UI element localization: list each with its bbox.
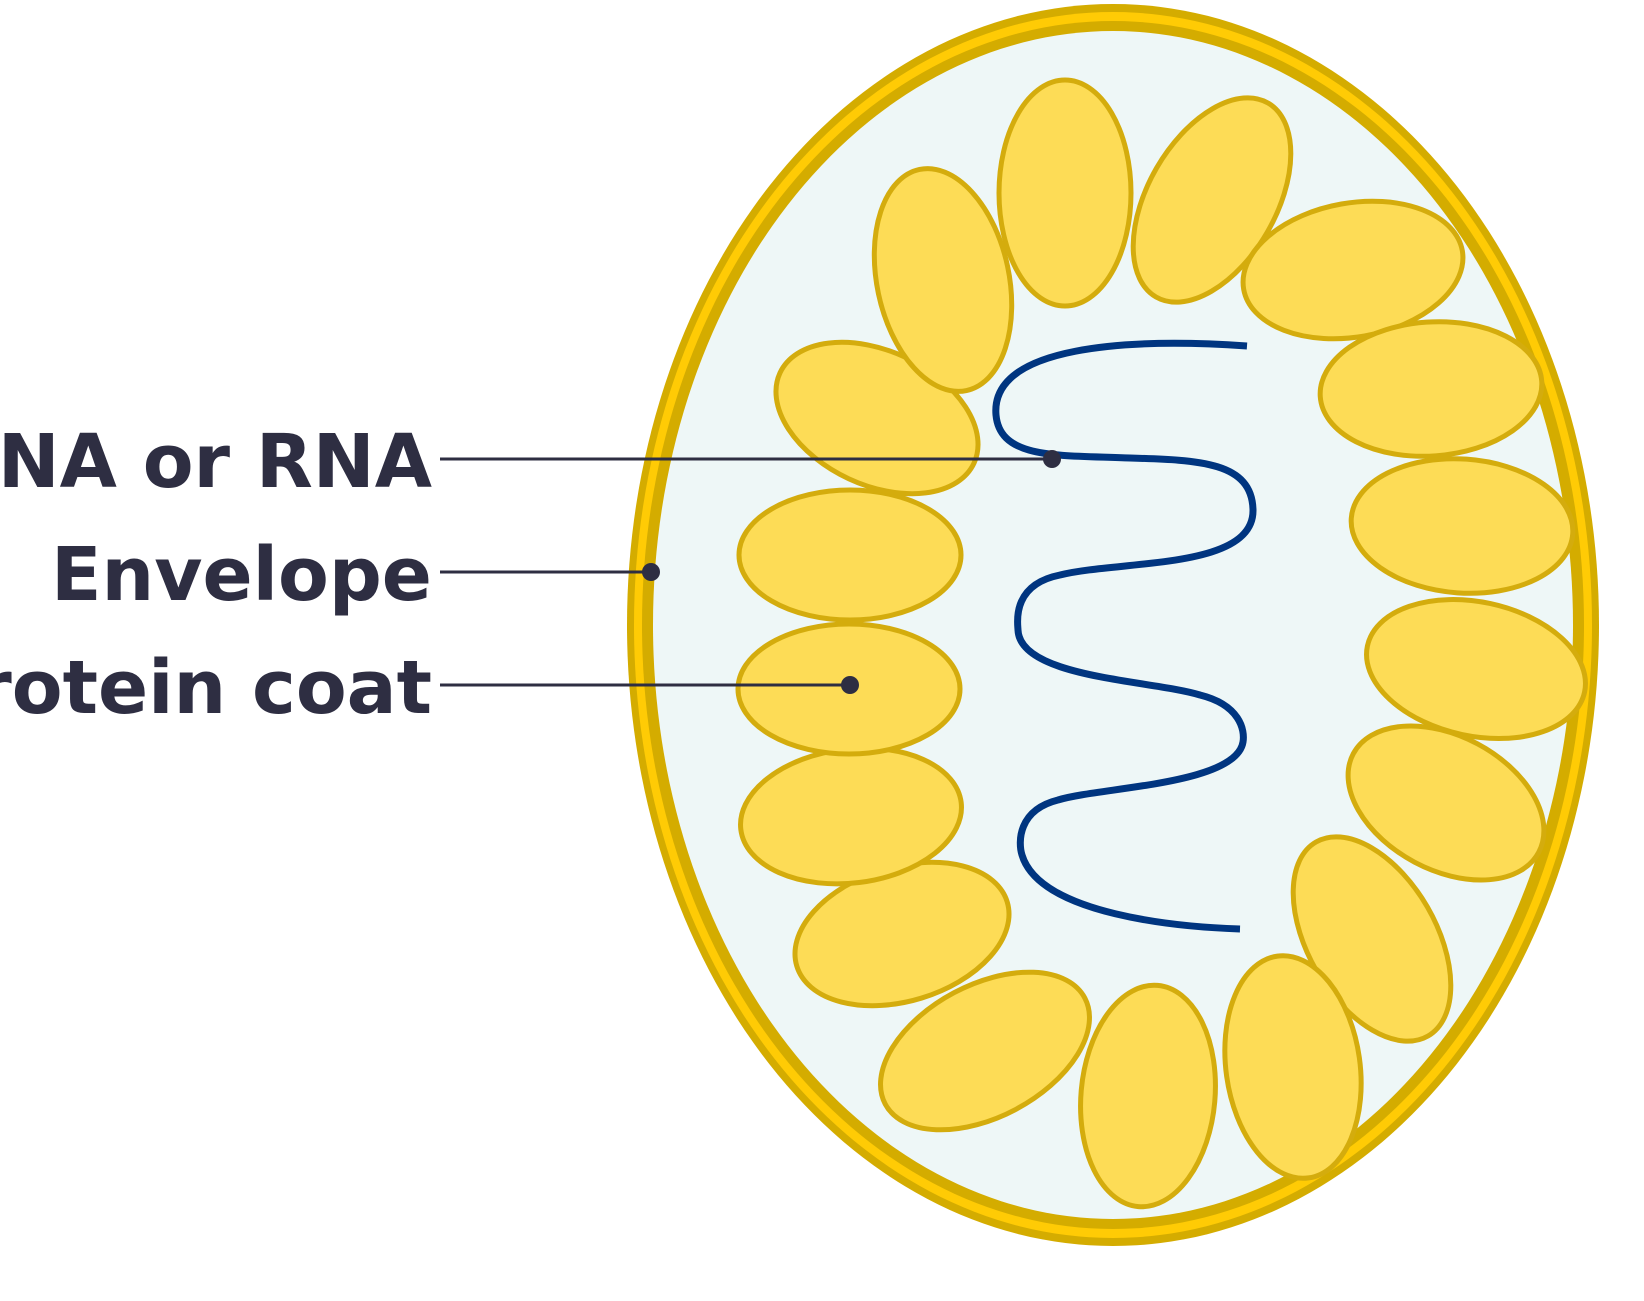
leader-lines	[440, 450, 1061, 694]
capsomere	[1317, 319, 1545, 459]
capsomere	[1078, 982, 1218, 1210]
capsomere	[736, 487, 964, 623]
labels: DNA or RNA Envelope Protein coat	[0, 419, 432, 731]
label-protein-coat: Protein coat	[0, 645, 432, 731]
capsomere	[1345, 723, 1547, 883]
label-dna-or-rna: DNA or RNA	[0, 419, 432, 505]
capsomere	[871, 166, 1015, 394]
pointer-dot-dna-or-rna	[1043, 450, 1061, 468]
protein-coat	[735, 77, 1588, 1210]
capsomere	[996, 77, 1134, 309]
label-envelope: Envelope	[51, 532, 432, 618]
capsomere	[878, 969, 1092, 1133]
genome-strand	[992, 339, 1257, 933]
capsomere	[1222, 953, 1364, 1181]
capsomere	[1348, 456, 1576, 596]
pointer-dot-protein-coat	[841, 676, 859, 694]
pointer-dot-envelope	[642, 563, 660, 581]
